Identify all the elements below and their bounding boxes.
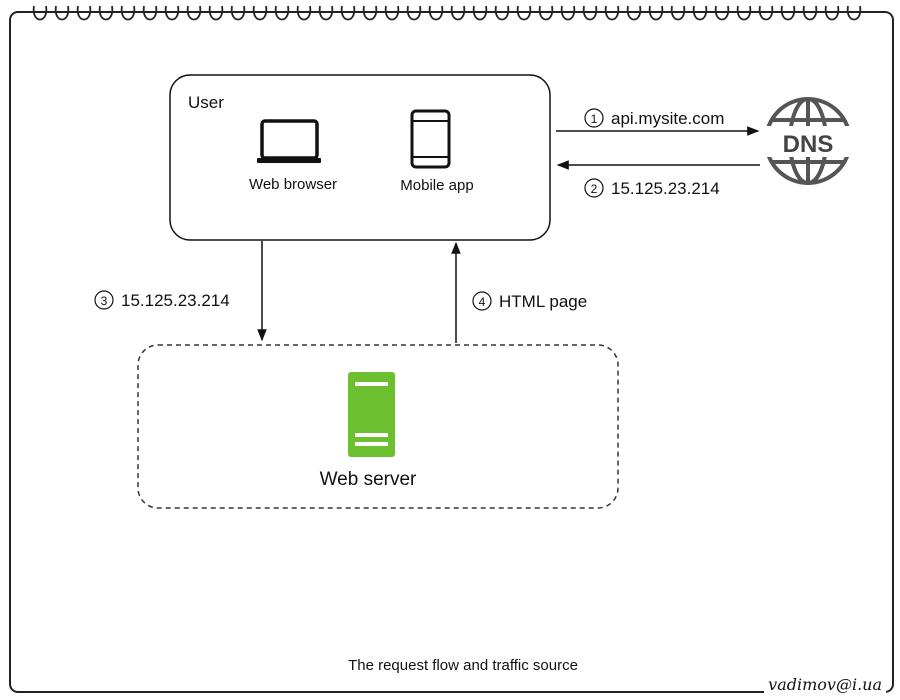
step-4-text: HTML page	[499, 292, 587, 311]
web-server-box: Web server	[137, 344, 619, 509]
diagram-caption: The request flow and traffic source	[348, 657, 578, 674]
spiral-loop	[560, 5, 576, 21]
spiral-loop	[604, 5, 620, 21]
spiral-loop	[428, 5, 444, 21]
spiral-loop	[758, 5, 774, 21]
spiral-loop	[846, 5, 862, 21]
spiral-loop	[384, 5, 400, 21]
spiral-loop	[120, 5, 136, 21]
spiral-loop	[670, 5, 686, 21]
web-browser-label: Web browser	[249, 176, 337, 193]
spiral-loop	[406, 5, 422, 21]
spiral-loop	[582, 5, 598, 21]
spiral-loop	[32, 5, 48, 21]
spiral-loop	[472, 5, 488, 21]
spiral-loop	[824, 5, 840, 21]
smartphone-icon	[410, 109, 451, 169]
globe-dns-icon: DNS	[762, 97, 854, 185]
spiral-loop	[692, 5, 708, 21]
spiral-loop	[252, 5, 268, 21]
spiral-loop	[538, 5, 554, 21]
step-3-number: 3	[101, 294, 108, 308]
dns-label: DNS	[783, 131, 834, 158]
author-signature: vadimov@i.ua	[764, 675, 886, 694]
spiral-binding	[32, 5, 862, 21]
spiral-loop	[494, 5, 510, 21]
spiral-loop	[626, 5, 642, 21]
spiral-loop	[230, 5, 246, 21]
spiral-loop	[450, 5, 466, 21]
user-box-title: User	[188, 93, 224, 112]
step-1-number: 1	[591, 112, 598, 126]
spiral-loop	[516, 5, 532, 21]
web-server-label: Web server	[320, 469, 417, 490]
spiral-loop	[142, 5, 158, 21]
spiral-loop	[340, 5, 356, 21]
step-2-number: 2	[591, 182, 598, 196]
user-box: User Web browser Mobile app	[169, 74, 551, 241]
spiral-loop	[76, 5, 92, 21]
step-4-number: 4	[479, 295, 486, 309]
spiral-loop	[98, 5, 114, 21]
step-1-label: 1 api.mysite.com	[584, 108, 724, 128]
spiral-loop	[780, 5, 796, 21]
spiral-loop	[714, 5, 730, 21]
spiral-loop	[164, 5, 180, 21]
step-2-text: 15.125.23.214	[611, 179, 720, 198]
spiral-loop	[736, 5, 752, 21]
step-1-text: api.mysite.com	[611, 109, 724, 128]
spiral-loop	[208, 5, 224, 21]
step-2-label: 2 15.125.23.214	[584, 178, 720, 198]
step-4-label: 4 HTML page	[472, 291, 587, 311]
server-icon	[348, 372, 395, 457]
spiral-loop	[362, 5, 378, 21]
mobile-app-label: Mobile app	[400, 177, 473, 194]
spiral-loop	[802, 5, 818, 21]
spiral-loop	[54, 5, 70, 21]
spiral-loop	[648, 5, 664, 21]
spiral-loop	[274, 5, 290, 21]
spiral-loop	[186, 5, 202, 21]
spiral-loop	[318, 5, 334, 21]
step-3-label: 3 15.125.23.214	[94, 290, 230, 310]
laptop-icon	[257, 119, 321, 163]
spiral-loop	[296, 5, 312, 21]
step-3-text: 15.125.23.214	[121, 291, 230, 310]
